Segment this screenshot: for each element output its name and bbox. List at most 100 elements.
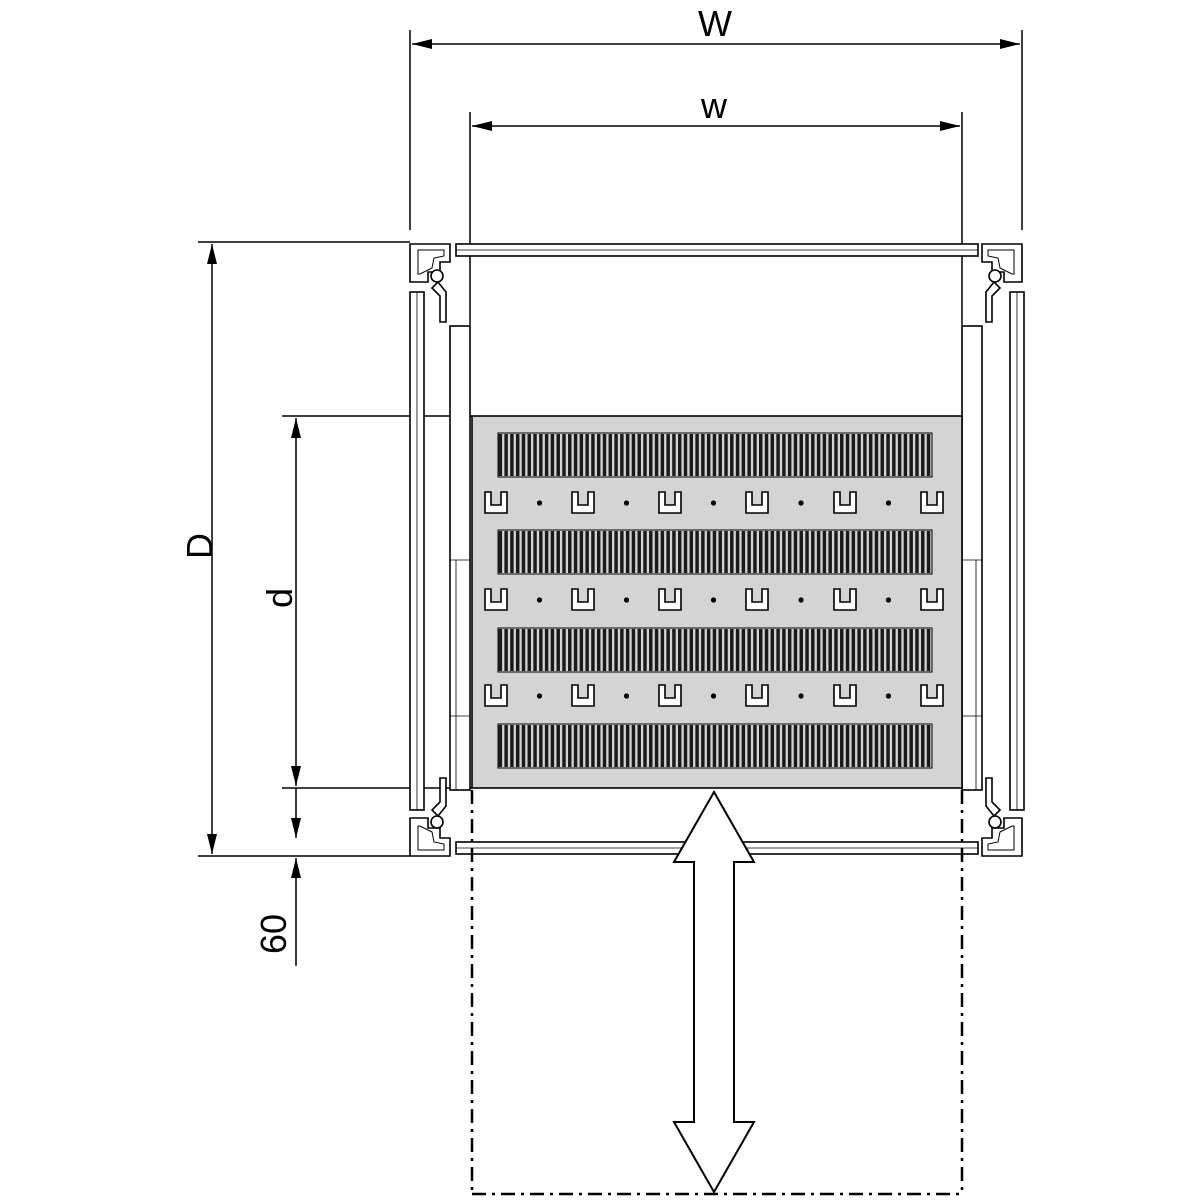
vent-slot (550, 725, 555, 767)
pullout-extent (470, 790, 964, 1196)
vent-slot (706, 434, 711, 476)
vent-slot (753, 725, 757, 767)
vent-slot (562, 531, 566, 573)
vent-slot (585, 725, 589, 767)
vent-slot (822, 434, 827, 476)
vent-slot (909, 725, 913, 767)
mounting-hole (623, 693, 630, 699)
vent-slot (868, 725, 873, 767)
vent-slot (504, 531, 508, 573)
vent-slot (643, 531, 647, 573)
vent-slot (596, 531, 601, 573)
vent-slot (816, 434, 821, 476)
vent-slot (672, 434, 676, 476)
mounting-clip (484, 684, 508, 707)
vent-slot (591, 725, 595, 767)
vent-slot (533, 629, 537, 671)
vent-slot (701, 434, 705, 476)
vent-slot (614, 629, 618, 671)
vent-slot (868, 629, 873, 671)
vent-slot (544, 434, 549, 476)
vent-slot (614, 434, 618, 476)
vent-slot (886, 725, 890, 767)
vent-slot (504, 725, 508, 767)
vent-slot (643, 629, 647, 671)
vent-slot (591, 531, 595, 573)
vent-slot (782, 725, 786, 767)
vent-slot (562, 629, 566, 671)
vent-slot (782, 629, 786, 671)
mounting-clip (833, 588, 857, 611)
vent-slot (892, 531, 896, 573)
vent-slot (776, 725, 780, 767)
vent-slot (608, 434, 613, 476)
dimension-lines (198, 30, 1023, 966)
vent-slot (759, 434, 763, 476)
vent-slot (776, 531, 780, 573)
vent-slot (915, 725, 919, 767)
vent-slot (793, 725, 798, 767)
vent-slot (539, 629, 543, 671)
pullout-double-arrow (672, 789, 756, 1195)
vent-slot (666, 725, 670, 767)
vent-slot (706, 725, 711, 767)
vent-slot (770, 725, 775, 767)
mounting-clip (745, 684, 769, 707)
vent-slot (874, 629, 879, 671)
vent-slot (683, 629, 688, 671)
vent-slot (573, 531, 578, 573)
mounting-hole (798, 693, 804, 699)
vent-slot (926, 725, 931, 767)
vent-slot (793, 434, 798, 476)
vent-slot (591, 629, 595, 671)
vent-slot (689, 531, 694, 573)
vent-slot (666, 531, 670, 573)
vent-slot (649, 629, 653, 671)
vent-slot (579, 725, 584, 767)
vent-slot (845, 725, 850, 767)
vent-slot (643, 434, 647, 476)
vent-slot (498, 531, 503, 573)
vent-slot (591, 434, 595, 476)
vent-slot (787, 629, 792, 671)
vent-slot (926, 629, 931, 671)
vent-slot (840, 531, 844, 573)
vent-slot (544, 531, 549, 573)
vent-slot (637, 725, 641, 767)
vent-slot (544, 725, 549, 767)
mounting-clip (920, 588, 944, 611)
vent-slot (805, 629, 809, 671)
pullout-label: 60 (253, 913, 294, 955)
vent-slot (857, 434, 861, 476)
vent-slot (579, 629, 584, 671)
mounting-clip (920, 491, 944, 514)
vent-slot (498, 725, 503, 767)
vent-slot (510, 434, 514, 476)
mounting-clip (658, 491, 682, 514)
vent-slot (851, 725, 856, 767)
vent-slot (625, 531, 630, 573)
vent-slot (608, 629, 613, 671)
vent-slot (834, 434, 838, 476)
left-mounting-strip (449, 325, 471, 791)
vent-slot (689, 434, 694, 476)
vent-slot (793, 629, 798, 671)
vent-slot (787, 434, 792, 476)
vent-slot (787, 725, 792, 767)
vent-slot (533, 531, 537, 573)
vent-slot (695, 725, 699, 767)
vent-slot (822, 629, 827, 671)
vent-slot (834, 531, 838, 573)
corner-post-top-left (409, 243, 451, 323)
vent-slot (764, 725, 769, 767)
vent-slot (915, 434, 919, 476)
vent-slot (689, 725, 694, 767)
vent-slot (654, 725, 659, 767)
mounting-clip (658, 588, 682, 611)
vent-slot (677, 531, 682, 573)
vent-slot (857, 629, 861, 671)
vent-slot (921, 434, 925, 476)
vent-slot (573, 725, 578, 767)
vent-slot (903, 434, 908, 476)
